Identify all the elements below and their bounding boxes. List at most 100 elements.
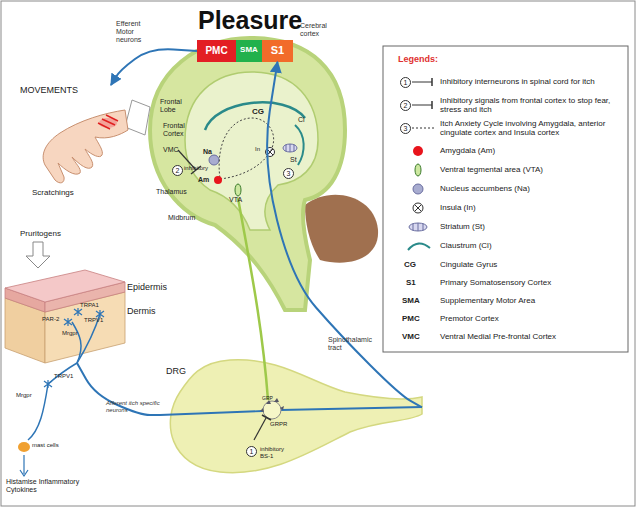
callout-number: 1: [400, 77, 411, 88]
label-text: Frontal Cortex: [163, 122, 195, 138]
callout-number: 1: [246, 446, 257, 457]
itch-anxiety-cycle: [219, 118, 274, 179]
label-text: Mrgpr: [62, 330, 92, 337]
legend-claustrum-symbol: [408, 243, 430, 250]
node-text: DRG: [166, 366, 206, 376]
label-text: St: [290, 156, 304, 164]
callout-number: 2: [400, 100, 411, 111]
brain-outline: [150, 38, 345, 310]
label-text: VMC: [402, 333, 432, 342]
striatum-stripe: [286, 145, 287, 152]
label-text: Pruritogens: [20, 230, 80, 239]
label-text: In: [255, 146, 265, 153]
legend-text: Amygdala (Am): [440, 147, 622, 156]
scratch-redness: [99, 118, 117, 128]
legend-text: Itch Anxiety Cycle involving Amygdala, a…: [440, 120, 622, 138]
label-text: Legends:: [398, 54, 458, 64]
label-text: Cerebral cortex: [300, 22, 342, 38]
legend-inhibitory-line: [412, 82, 432, 83]
node-text: SMA: [236, 46, 262, 55]
legend-striatum-stripe: [418, 223, 419, 231]
legend-swatch: [413, 146, 423, 156]
legend-text: Supplementary Motor Area: [440, 297, 622, 306]
legend-vta-symbol: [415, 164, 421, 176]
edge-label: Efferent Motor neurons: [116, 20, 150, 43]
scratch-mark: [106, 115, 118, 121]
sleeve: [125, 100, 150, 135]
nerve-ending: [72, 322, 81, 363]
inner-brain: [185, 72, 318, 230]
cortex-band: S1: [262, 40, 293, 62]
label-text: CG: [404, 261, 434, 270]
skin-node: EpidermisDermis: [5, 268, 125, 363]
receptor-star: [74, 308, 82, 316]
legend-striatum-symbol: [409, 223, 427, 231]
label-text: Thalamus: [156, 188, 196, 196]
hand: [43, 110, 128, 183]
legend-dashed-line: [412, 128, 434, 129]
drg-outline: [160, 352, 422, 478]
legend-box: [383, 46, 628, 352]
skin-surface: [5, 270, 125, 302]
legend-insula-cross: [415, 205, 421, 211]
skin-block: [5, 268, 125, 363]
label-text: Mrgpr: [16, 392, 46, 399]
legend-text: Primary Somatosensory Cortex: [440, 279, 622, 288]
legend-text: Cingulate Gyrus: [440, 261, 622, 270]
legend-text: Nucleus accumbens (Na): [440, 185, 622, 194]
legend-text: Premotor Cortex: [440, 315, 622, 324]
legend-striatum-stripe: [423, 224, 424, 231]
insula-symbol: [266, 148, 275, 157]
legend-insula-symbol: [413, 203, 423, 213]
node-text: MOVEMENTS: [20, 85, 100, 95]
drg-shape: [170, 360, 422, 473]
legend-text: Ventral tegmental area (VTA): [440, 166, 622, 175]
legend-inhibitory-bar: [431, 78, 433, 86]
label-text: GRP: [262, 396, 282, 402]
label-text: Cl: [298, 116, 312, 124]
legend-text: Ventral Medial Pre-frontal Cortex: [440, 333, 622, 342]
edge-label: Spinothalamic tract: [328, 336, 380, 352]
afferent-fiber: [160, 411, 263, 415]
scratch-mark: [102, 119, 115, 125]
legend-text: Striatum (St): [440, 223, 622, 232]
striatum-stripe: [290, 144, 291, 152]
callout-number: 3: [283, 168, 294, 179]
striatum-stripe: [294, 145, 295, 152]
inhibitory-bar: [262, 415, 271, 420]
label-text: Am: [198, 176, 214, 184]
legend-text: Insula (In): [440, 204, 622, 213]
node-text: PMC: [197, 45, 236, 56]
legend-inhibitory-line: [412, 105, 432, 106]
insula-cross: [267, 149, 273, 155]
hand-node: MOVEMENTSScratchings: [20, 85, 150, 200]
label-text: Midbrum: [168, 214, 208, 222]
vta-symbol: [235, 184, 241, 196]
label-text: TRPV1: [54, 373, 84, 380]
pruritogen-arrow: [26, 242, 50, 268]
receptor-star: [64, 318, 72, 326]
label-text: TRPA1: [80, 302, 110, 309]
edge-label: Afferent itch specific neurons: [106, 400, 164, 413]
receptor-star: [96, 310, 104, 318]
ascending-fiber: [281, 407, 422, 410]
legend-inhibitory-bar: [431, 101, 433, 109]
label-text: Histamise Inflammatory Cytokines: [6, 478, 106, 494]
nerve-connector: [267, 62, 422, 407]
node-text: Epidermis: [127, 282, 187, 292]
label-text: mast cells: [32, 442, 72, 449]
callout-number: 3: [400, 123, 411, 134]
label-text: Na: [203, 148, 217, 156]
inhibitory-line: [254, 418, 266, 440]
legend-striatum-stripe: [413, 224, 414, 231]
cortex-band: SMA: [236, 40, 262, 62]
scratch-mark: [98, 123, 110, 129]
mast-cell: [18, 442, 30, 452]
label-text: VTA: [229, 196, 249, 204]
